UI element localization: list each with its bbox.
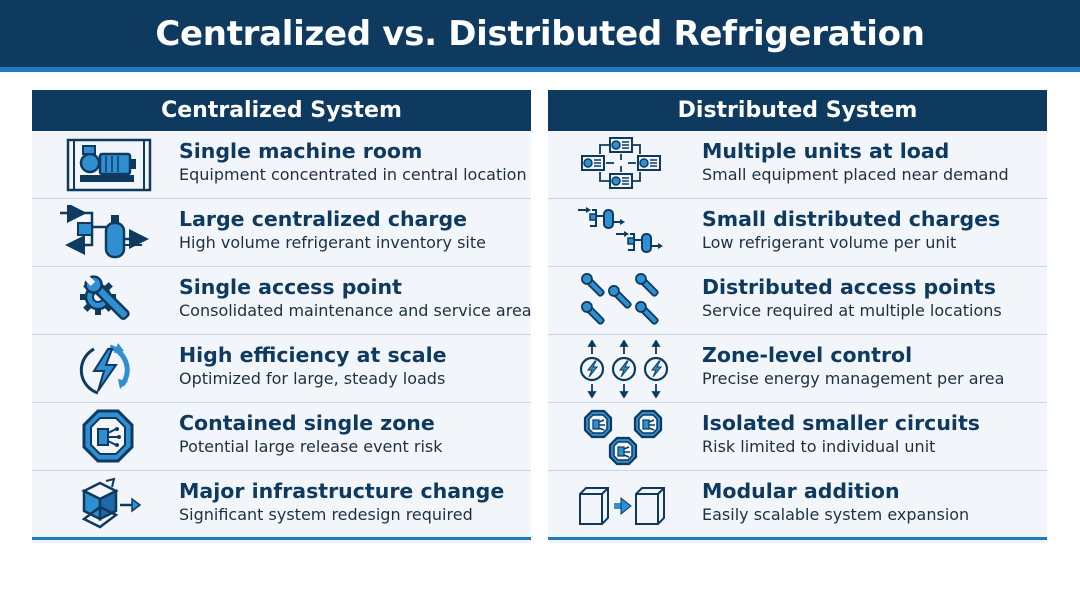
row-description: Small equipment placed near demand [702,165,1009,184]
row-title: Single machine room [179,139,423,163]
lightning-cycle-icon [54,339,164,399]
list-item: Zone-level control Precise energy manage… [548,335,1047,403]
row-title: Small distributed charges [702,207,1001,231]
machine-room-icon [54,135,164,195]
row-title: Major infrastructure change [179,479,505,503]
row-description: Potential large release event risk [179,437,443,456]
centralized-header: Centralized System [32,90,531,131]
row-title: High efficiency at scale [179,343,447,367]
list-item: Modular addition Easily scalable system … [548,471,1047,540]
row-description: Easily scalable system expansion [702,505,970,524]
multiple-units-icon [574,135,676,195]
row-description: Optimized for large, steady loads [179,369,446,388]
row-description: Significant system redesign required [179,505,473,524]
multiple-wrenches-icon [574,271,676,331]
distributed-panel: Distributed System [548,90,1047,543]
row-description: Equipment concentrated in central locati… [179,165,527,184]
list-item: Major infrastructure change Significant … [32,471,531,540]
list-item: Multiple units at load Small equipment p… [548,131,1047,199]
row-title: Distributed access points [702,275,996,299]
row-title: Single access point [179,275,402,299]
list-item: Single access point Consolidated mainten… [32,267,532,335]
gear-wrench-icon [54,271,164,331]
page-title: Centralized vs. Distributed Refrigeratio… [0,0,1080,67]
modular-cubes-icon [574,475,676,535]
row-title: Large centralized charge [179,207,468,231]
containment-zone-icon [54,407,164,467]
row-title: Multiple units at load [702,139,950,163]
infrastructure-cube-icon [54,475,164,535]
list-item: Single machine room Equipment concentrat… [32,131,531,199]
isolated-circuits-icon [574,407,676,467]
row-description: High volume refrigerant inventory site [179,233,486,252]
small-tanks-icon [574,203,676,263]
title-accent-bar [0,67,1080,72]
row-description: Consolidated maintenance and service are… [179,301,532,320]
list-item: Distributed access points Service requir… [548,267,1047,335]
row-description: Risk limited to individual unit [702,437,936,456]
list-item: Isolated smaller circuits Risk limited t… [548,403,1047,471]
row-description: Service required at multiple locations [702,301,1002,320]
row-description: Low refrigerant volume per unit [702,233,957,252]
list-item: Large centralized charge High volume ref… [32,199,531,267]
row-title: Isolated smaller circuits [702,411,980,435]
list-item: Contained single zone Potential large re… [32,403,531,471]
refrigerant-tank-icon [54,203,164,263]
row-title: Modular addition [702,479,900,503]
list-item: High efficiency at scale Optimized for l… [32,335,531,403]
distributed-header: Distributed System [548,90,1047,131]
row-title: Zone-level control [702,343,913,367]
row-title: Contained single zone [179,411,435,435]
list-item: Small distributed charges Low refrigeran… [548,199,1047,267]
zone-lightning-icon [574,339,676,399]
row-description: Precise energy management per area [702,369,1005,388]
centralized-panel: Centralized System Single machine room E… [32,90,532,543]
